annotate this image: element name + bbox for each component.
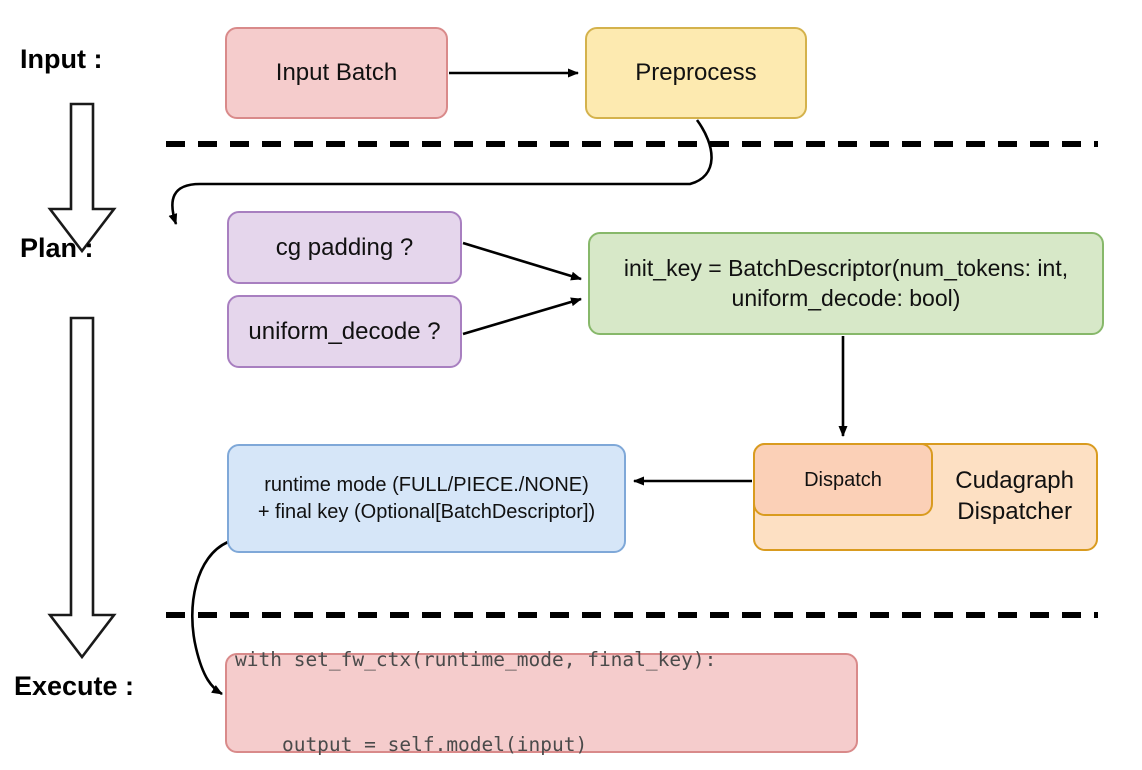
node-init-key-label-line1: init_key = BatchDescriptor(num_tokens: i…	[623, 254, 1069, 281]
node-cudagraph-dispatcher-label-line1: Cudagraph	[955, 467, 1074, 495]
plan-to-execute-block-arrow	[47, 316, 117, 660]
node-dispatch-label: Dispatch	[804, 468, 882, 491]
edge-preprocess-to-cg-padding	[168, 119, 713, 225]
node-dispatch[interactable]: Dispatch	[753, 443, 933, 516]
input-to-plan-block-arrow	[47, 102, 117, 254]
node-runtime-mode-label-line1: runtime mode (FULL/PIECE./NONE)	[264, 473, 589, 496]
node-uniform-decode[interactable]: uniform_decode ?	[227, 295, 462, 368]
edge-cg-padding-to-init-key	[462, 241, 582, 281]
stage-label-execute: Execute :	[14, 671, 135, 701]
node-init-key-label-line2: uniform_decode: bool)	[731, 284, 961, 311]
edge-runtime-mode-to-code	[190, 540, 229, 696]
node-runtime-mode[interactable]: runtime mode (FULL/PIECE./NONE) + final …	[227, 444, 626, 553]
node-input-batch-label: Input Batch	[275, 59, 398, 87]
code-line-2: output = self.model(input)	[235, 733, 588, 757]
node-preprocess[interactable]: Preprocess	[585, 27, 807, 119]
node-preprocess-label: Preprocess	[635, 59, 757, 87]
node-code-snippet[interactable]: with set_fw_ctx(runtime_mode, final_key)…	[225, 648, 858, 756]
node-input-batch[interactable]: Input Batch	[225, 27, 448, 119]
node-init-key[interactable]: init_key = BatchDescriptor(num_tokens: i…	[588, 232, 1104, 335]
stage-label-input: Input :	[20, 44, 103, 74]
node-runtime-mode-label-line2: + final key (Optional[BatchDescriptor])	[257, 500, 596, 523]
node-uniform-decode-label: uniform_decode ?	[248, 317, 441, 345]
stage-label-plan: Plan :	[20, 233, 94, 263]
edge-uniform-decode-to-init-key	[462, 297, 582, 336]
code-line-1: with set_fw_ctx(runtime_mode, final_key)…	[235, 648, 717, 672]
node-cudagraph-dispatcher-label-line2: Dispatcher	[957, 498, 1072, 525]
node-cg-padding[interactable]: cg padding ?	[227, 211, 462, 284]
node-cg-padding-label: cg padding ?	[275, 233, 414, 261]
